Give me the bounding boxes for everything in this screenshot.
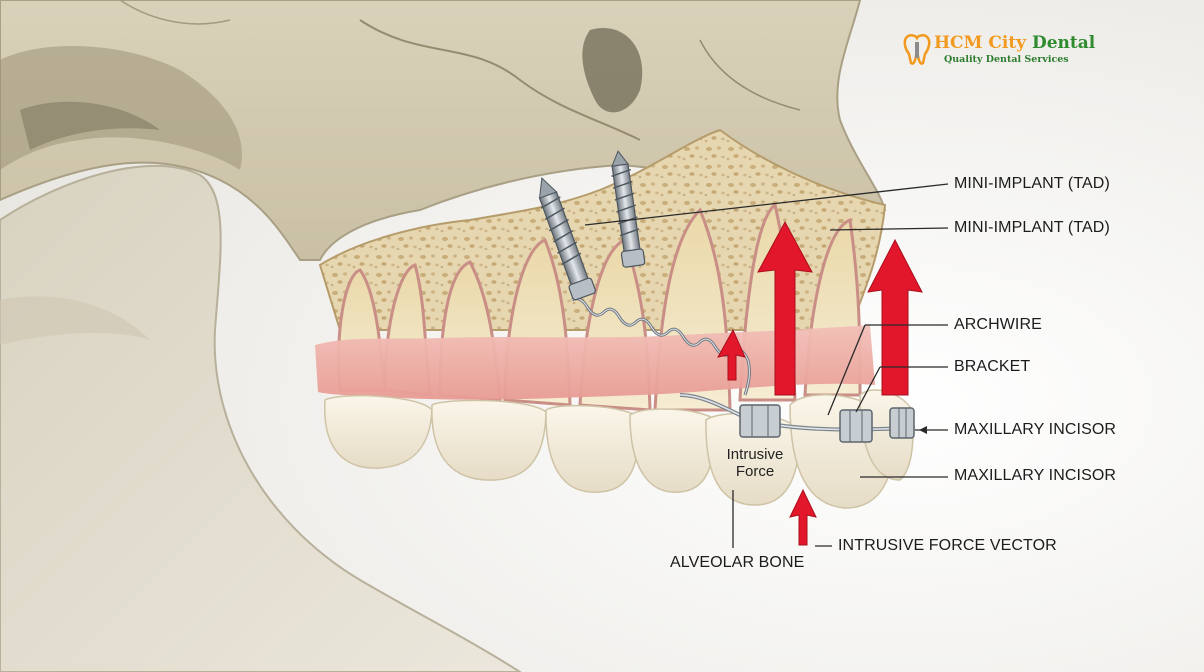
logo-name-part1: HCM City — [934, 33, 1027, 53]
logo-tagline: Quality Dental Services — [944, 54, 1069, 65]
leader-mini-implant-2 — [829, 227, 949, 231]
label-archwire: ARCHWIRE — [954, 316, 1042, 333]
leader-archwire-a — [827, 324, 866, 416]
logo-name: HCM City Dental — [934, 33, 1095, 53]
label-bracket: BRACKET — [954, 358, 1031, 375]
label-mini-implant-1: MINI-IMPLANT (TAD) — [954, 175, 1110, 192]
leader-bracket-a — [855, 366, 881, 413]
intrusive-force-note: Intrusive Force — [715, 446, 795, 480]
label-intrusive-force-vector: INTRUSIVE FORCE VECTOR — [838, 537, 1057, 554]
brand-logo: HCM City Dental Quality Dental Services — [900, 30, 1095, 70]
label-maxillary-incisor-1: MAXILLARY INCISOR — [954, 421, 1117, 438]
intrusive-force-note-line2: Force — [735, 463, 775, 480]
leader-mini-implant-1 — [584, 183, 949, 226]
label-maxillary-incisor-2: MAXILLARY INCISOR — [954, 467, 1117, 484]
logo-name-part2: Dental — [1031, 33, 1096, 53]
tooth-logo-icon — [903, 34, 931, 65]
label-alveolar-bone: ALVEOLAR BONE — [670, 554, 805, 571]
label-mini-implant-2: MINI-IMPLANT (TAD) — [954, 219, 1110, 236]
intrusive-force-note-line1: Intrusive — [726, 446, 784, 463]
